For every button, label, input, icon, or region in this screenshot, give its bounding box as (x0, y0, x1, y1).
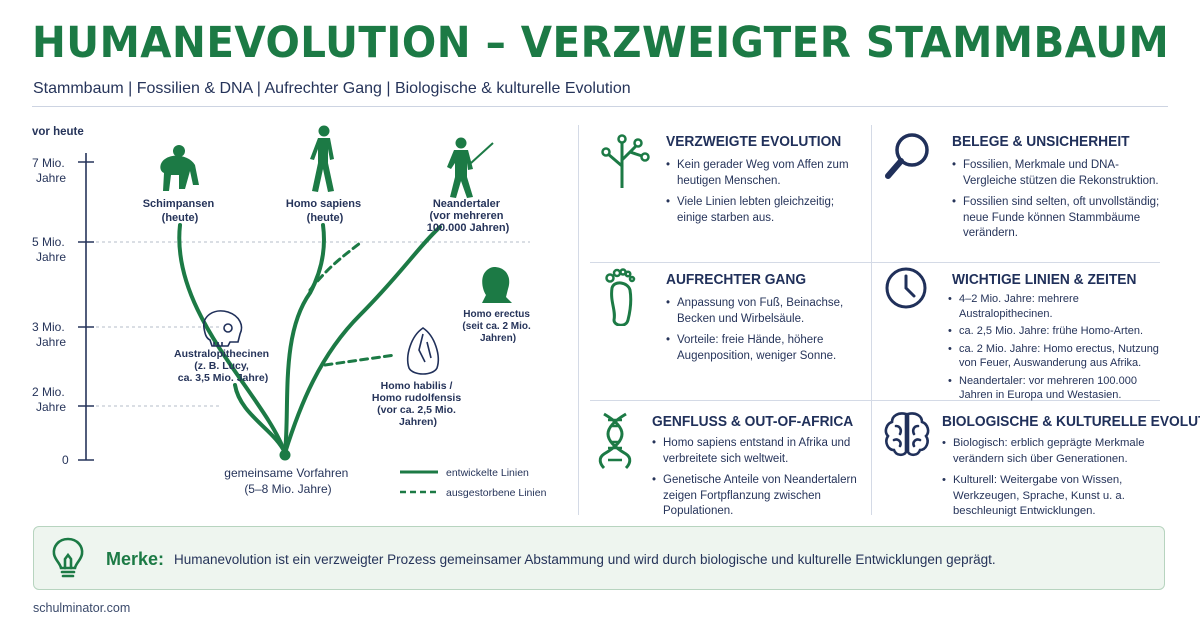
tick-3-line2: Jahre (36, 335, 66, 349)
card-evidence: BELEGE & UNSICHERHEIT Fossilien, Merkmal… (882, 128, 1167, 253)
list-item: Kein gerader Weg vom Affen zum heutigen … (666, 158, 866, 189)
neanderthal-label: Neandertaler (vor mehreren 100.000 Jahre… (427, 198, 510, 234)
row-divider (590, 262, 1160, 263)
column-divider (578, 125, 579, 515)
list-item: Viele Linien lebten gleichzeitig; einige… (666, 195, 866, 226)
tick-5-line1: 5 Mio. (32, 235, 65, 249)
column-divider (871, 125, 872, 515)
lightbulb-icon (52, 537, 84, 578)
takeaway-text: Humanevolution ist ein verzweigter Proze… (174, 552, 996, 567)
card-list: Kein gerader Weg vom Affen zum heutigen … (666, 158, 866, 232)
axis-title: vor heute (32, 126, 84, 138)
card-upright-gait: AUFRECHTER GANG Anpassung von Fuß, Beina… (596, 266, 866, 391)
tree-branches (177, 223, 442, 455)
list-item: Anpassung von Fuß, Beinachse, Becken und… (666, 296, 866, 327)
card-title: BELEGE & UNSICHERHEIT (952, 134, 1130, 150)
skull-icon (203, 310, 243, 347)
root-node (279, 449, 291, 461)
header-divider (32, 106, 1168, 107)
list-item: Neandertaler: vor mehreren 100.000 Jahre… (948, 374, 1167, 403)
card-branched-evolution: VERZWEIGTE EVOLUTION Kein gerader Weg vo… (596, 128, 866, 253)
card-bio-cultural-evolution: BIOLOGISCHE & KULTURELLE EVOLUTION Biolo… (882, 410, 1200, 520)
erectus-label: Homo erectus (seit ca. 2 Mio. Jahren) (462, 309, 533, 344)
clock-icon (885, 267, 927, 309)
root-label: gemeinsame Vorfahren (5–8 Mio. Jahre) (224, 466, 351, 496)
chimpanzee-icon (160, 145, 199, 191)
page-subtitle: Stammbaum | Fossilien & DNA | Aufrechter… (33, 80, 631, 97)
card-title: BIOLOGISCHE & KULTURELLE EVOLUTION (942, 414, 1200, 430)
tick-5-line2: Jahre (36, 250, 66, 264)
magnifier-icon (885, 133, 929, 179)
neanderthal-icon (447, 137, 494, 198)
card-list: Biologisch: erblich geprägte Merkmale ve… (942, 436, 1167, 526)
homo-sapiens-icon (310, 125, 334, 192)
brain-icon (884, 412, 930, 457)
card-list: Anpassung von Fuß, Beinachse, Becken und… (666, 296, 866, 370)
extinct-branches (308, 241, 397, 367)
homo-erectus-icon (482, 267, 512, 303)
list-item: Homo sapiens entstand in Afrika und verb… (652, 436, 866, 467)
habilis-label: Homo habilis / Homo rudolfensis (vor ca.… (372, 380, 464, 428)
key-takeaway-box: Merke: Humanevolution ist ein verzweigte… (33, 526, 1165, 590)
footprint-icon (605, 268, 636, 326)
phylogenetic-tree: vor heute 7 Mio. Jahre 5 Mio. Jahre 3 Mi… (32, 125, 547, 499)
list-item: Kulturell: Weitergabe von Wissen, Werkze… (942, 473, 1167, 520)
legend-solid-label: entwickelte Linien (446, 467, 529, 479)
card-title: VERZWEIGTE EVOLUTION (666, 134, 842, 150)
tick-0: 0 (62, 453, 69, 467)
australopithecus-label: Australopithecinen (z. B. Lucy, ca. 3,5 … (174, 348, 272, 384)
list-item: Biologisch: erblich geprägte Merkmale ve… (942, 436, 1167, 467)
list-item: Fossilien sind selten, oft unvollständig… (952, 195, 1167, 242)
tick-7-line2: Jahre (36, 171, 66, 185)
tick-7-line1: 7 Mio. (32, 156, 65, 170)
list-item: ca. 2 Mio. Jahre: Homo erectus, Nutzung … (948, 342, 1167, 371)
card-list: 4–2 Mio. Jahre: mehrere Australopithecin… (948, 292, 1167, 406)
branch-icon (601, 134, 650, 188)
tick-3-line1: 3 Mio. (32, 320, 65, 334)
axis-ticks (78, 161, 530, 461)
card-gene-flow: GENFLUSS & OUT-OF-AFRICA Homo sapiens en… (596, 410, 866, 520)
card-title: WICHTIGE LINIEN & ZEITEN (952, 272, 1137, 288)
page-title: HUMANEVOLUTION – VERZWEIGTER STAMMBAUM (32, 18, 1170, 68)
card-key-lineages: WICHTIGE LINIEN & ZEITEN 4–2 Mio. Jahre:… (882, 266, 1167, 401)
hand-axe-icon (407, 327, 439, 375)
list-item: 4–2 Mio. Jahre: mehrere Australopithecin… (948, 292, 1167, 321)
chimp-label: Schimpansen (heute) (143, 198, 218, 224)
card-list: Homo sapiens entstand in Afrika und verb… (652, 436, 866, 526)
tick-2-line2: Jahre (36, 400, 66, 414)
legend-dashed-label: ausgestorbene Linien (446, 487, 547, 499)
takeaway-label: Merke: (106, 549, 165, 569)
tick-2-line1: 2 Mio. (32, 385, 65, 399)
source-footer: schulminator.com (33, 601, 131, 615)
sapiens-label: Homo sapiens (heute) (286, 198, 364, 224)
list-item: Genetische Anteile von Neandertalern zei… (652, 473, 866, 520)
dna-icon (598, 412, 632, 470)
card-list: Fossilien, Merkmale und DNA-Vergleiche s… (952, 158, 1167, 248)
list-item: Fossilien, Merkmale und DNA-Vergleiche s… (952, 158, 1167, 189)
card-title: AUFRECHTER GANG (666, 272, 807, 288)
list-item: ca. 2,5 Mio. Jahre: frühe Homo-Arten. (948, 324, 1167, 339)
list-item: Vorteile: freie Hände, höhere Augenposit… (666, 333, 866, 364)
card-title: GENFLUSS & OUT-OF-AFRICA (652, 414, 854, 430)
row-divider (590, 400, 1160, 401)
